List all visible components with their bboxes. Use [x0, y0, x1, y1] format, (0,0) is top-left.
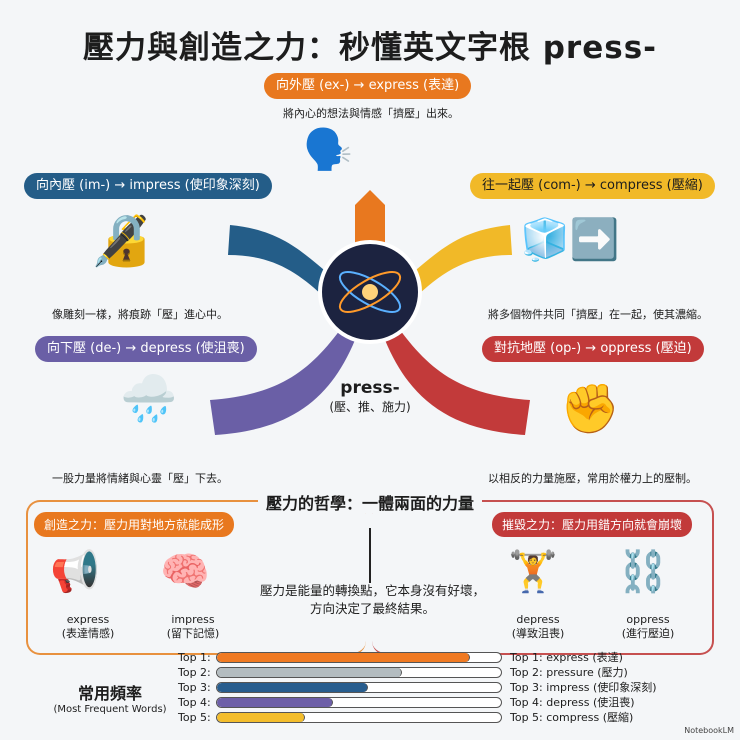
- root-label: press- (壓、推、施力): [310, 378, 430, 415]
- rank-label: Top 4:: [178, 695, 211, 709]
- compress-cube-icon: 🧊➡️: [520, 217, 620, 263]
- branch-badge-compress: 往一起壓 (com-) → compress (壓縮): [470, 173, 715, 199]
- rank-label: Top 2:: [178, 665, 211, 679]
- frequency-row: Top 1: Top 1: express (表達): [178, 650, 623, 665]
- branch-desc-compress: 將多個物件共同「擠壓」在一起，使其濃縮。: [488, 308, 708, 321]
- ribbon-diagram: [210, 190, 530, 435]
- ribbon-depress: [210, 330, 355, 435]
- frequency-bar-track: [216, 696, 502, 708]
- branch-badge-oppress: 對抗地壓 (op-) → oppress (壓迫): [482, 336, 704, 362]
- creative-label: 創造之力：壓力用對地方就能成形: [34, 512, 235, 537]
- frequency-row: Top 2: Top 2: pressure (壓力): [178, 665, 628, 680]
- ribbon-impress: [228, 225, 330, 295]
- destructive-item-oppress: oppress(進行壓迫): [621, 613, 675, 640]
- creative-frame: [26, 500, 366, 655]
- frequency-bar-fill: [217, 682, 368, 692]
- frequency-bar-fill: [217, 667, 402, 677]
- root-word: press-: [340, 378, 400, 398]
- word-label: Top 2: pressure (壓力): [510, 666, 628, 679]
- rank-label: Top 1:: [178, 650, 211, 664]
- ribbon-express: [355, 190, 385, 250]
- word-label: Top 1: express (表達): [510, 651, 623, 664]
- brain-bulb-icon: 🧠: [160, 549, 210, 595]
- branch-desc-express: 將內心的想法與情感「擠壓」出來。: [283, 107, 459, 120]
- frequency-bar-track: [216, 681, 502, 693]
- destructive-label: 摧毀之力：壓力用錯方向就會崩壞: [492, 512, 693, 537]
- frequency-bar-track: [216, 651, 502, 663]
- creative-item-impress: impress(留下記憶): [166, 613, 220, 640]
- page-title: 壓力與創造之力：秒懂英文字根 press-: [82, 30, 658, 66]
- weight-burden-icon: 🏋️: [508, 549, 558, 595]
- destructive-frame: [372, 500, 714, 655]
- branch-desc-oppress: 以相反的力量施壓，常用於權力上的壓制。: [488, 472, 697, 485]
- frequency-row: Top 5: Top 5: compress (壓縮): [178, 710, 634, 725]
- destructive-item-depress: depress(導致沮喪): [511, 613, 565, 640]
- branch-desc-impress: 像雕刻一樣，將痕跡「壓」進心中。: [52, 308, 228, 321]
- chains-icon: ⛓️: [618, 549, 668, 595]
- root-meaning: (壓、推、施力): [329, 400, 411, 414]
- branch-badge-impress: 向內壓 (im-) → impress (使印象深刻): [24, 173, 272, 199]
- frequency-row: Top 4: Top 4: depress (使沮喪): [178, 695, 635, 710]
- creative-item-express: express(表達情感): [61, 613, 115, 640]
- divider: [369, 528, 371, 583]
- word-label: Top 4: depress (使沮喪): [510, 696, 635, 709]
- frequency-title: 常用頻率 (Most Frequent Words): [53, 684, 167, 715]
- megaphone-icon: 📢: [50, 549, 100, 595]
- brand-watermark: NotebookLM: [684, 726, 734, 735]
- rain-cloud-person-icon: 🌧️: [120, 371, 178, 425]
- frequency-bar-fill: [217, 712, 306, 722]
- ribbon-compress: [410, 225, 512, 295]
- branch-desc-depress: 一股力量將情緒與心靈「壓」下去。: [52, 472, 228, 485]
- frequency-bar-track: [216, 711, 502, 723]
- frequency-bar-fill: [217, 697, 334, 707]
- rank-label: Top 5:: [178, 710, 211, 724]
- frequency-row: Top 3: Top 3: impress (使印象深刻): [178, 680, 657, 695]
- frequency-bar-track: [216, 666, 502, 678]
- word-label: Top 5: compress (壓縮): [510, 711, 634, 724]
- branch-badge-express: 向外壓 (ex-) → express (表達): [264, 73, 472, 99]
- word-label: Top 3: impress (使印象深刻): [510, 681, 657, 694]
- frequency-bar-fill: [217, 652, 470, 662]
- stamp-icon: 🔏: [90, 211, 153, 269]
- ribbon-oppress: [385, 330, 530, 435]
- philosophy-text: 壓力是能量的轉換點，它本身沒有好壞，方向決定了最終結果。: [259, 583, 485, 616]
- branch-badge-depress: 向下壓 (de-) → depress (使沮喪): [35, 336, 257, 362]
- rank-label: Top 3:: [178, 680, 211, 694]
- philosophy-title: 壓力的哲學：一體兩面的力量: [0, 490, 740, 514]
- fist-icon: ✊: [560, 381, 620, 437]
- head-expressing-icon: 🗣️: [303, 127, 353, 173]
